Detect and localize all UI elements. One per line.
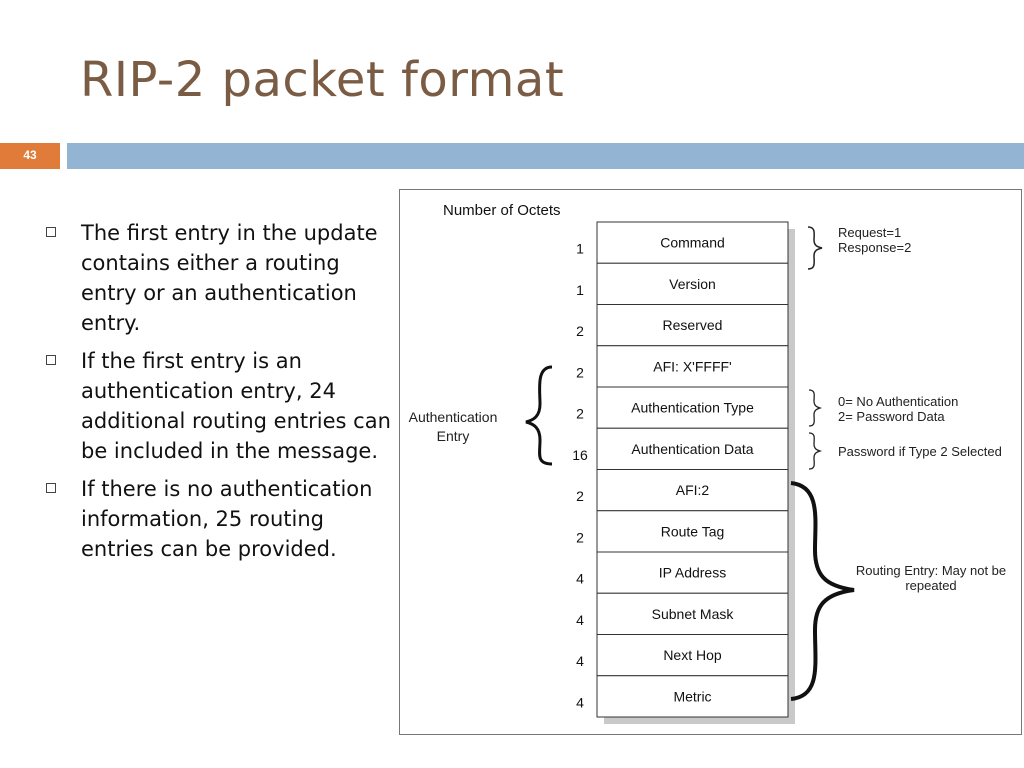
bullet-text: If the first entry is an authentication … [81,349,391,463]
field-label: Reserved [663,317,723,333]
octet-count: 16 [572,447,588,463]
slide-title: RIP-2 packet format [80,52,565,108]
field-cell [596,551,789,594]
auth-type-note-1: 0= No Authentication [838,394,958,409]
auth-data-brace [808,432,823,470]
octet-count: 4 [576,694,584,710]
bullet-item: If there is no authentication informatio… [44,474,394,564]
field-cell [596,469,789,512]
header-bar [67,143,1024,169]
command-note-1: Request=1 [838,225,901,240]
octet-count: 1 [576,282,584,298]
auth-entry-brace [525,365,553,466]
bullet-list: The first entry in the update contains e… [44,218,394,572]
packet-format-svg: Number of Octets Command1Version1Reserve… [409,202,1006,724]
square-bullet-icon [46,355,56,365]
octet-count: 1 [576,241,584,257]
auth-entry-label-2: Entry [437,428,470,444]
auth-data-note: Password if Type 2 Selected [838,444,1002,459]
field-label: IP Address [659,565,726,581]
octet-count: 2 [576,488,584,504]
field-cell [596,304,789,347]
field-cell [596,510,789,553]
routing-entry-brace [790,481,855,701]
field-label: Next Hop [663,647,722,663]
field-cell [596,221,789,264]
bullet-item: If the first entry is an authentication … [44,346,394,466]
command-note-2: Response=2 [838,240,911,255]
field-label: Version [669,276,716,292]
field-cell [596,675,789,718]
field-label: Route Tag [661,523,725,539]
octet-count: 4 [576,571,584,587]
octet-count: 4 [576,653,584,669]
field-label: AFI: X'FFFF' [653,358,731,374]
field-cell [596,592,789,635]
bullet-text: The first entry in the update contains e… [81,221,378,335]
auth-type-brace [808,389,823,427]
field-label: Metric [673,688,711,704]
field-label: Authentication Type [631,400,754,416]
auth-type-note-2: 2= Password Data [838,409,945,424]
field-label: Command [660,235,725,251]
field-label: AFI:2 [676,482,710,498]
field-label: Authentication Data [631,441,753,457]
field-label: Subnet Mask [652,606,735,622]
octet-count: 2 [576,529,584,545]
routing-note-2: repeated [905,578,956,593]
octet-count: 2 [576,364,584,380]
octets-header: Number of Octets [443,202,561,219]
auth-entry-label-1: Authentication [409,409,498,425]
square-bullet-icon [46,227,56,237]
routing-note-1: Routing Entry: May not be [856,563,1006,578]
slide-number: 43 [0,143,60,169]
command-brace [807,226,823,270]
bullet-text: If there is no authentication informatio… [81,477,373,561]
field-cell [596,262,789,305]
octet-count: 2 [576,323,584,339]
bullet-item: The first entry in the update contains e… [44,218,394,338]
octet-count: 4 [576,612,584,628]
octet-count: 2 [576,406,584,422]
square-bullet-icon [46,483,56,493]
